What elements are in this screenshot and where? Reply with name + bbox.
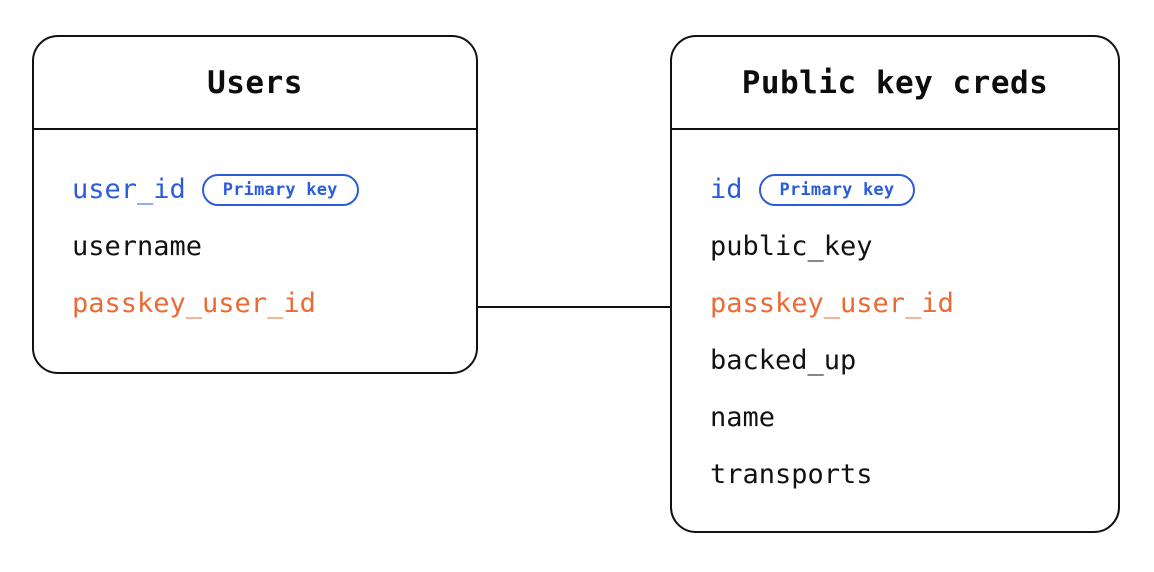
attribute-name: public_key — [710, 231, 873, 262]
attribute-name: transports — [710, 459, 873, 490]
primary-key-badge: Primary key — [201, 173, 359, 206]
attribute-name: passkey_user_id — [72, 288, 316, 319]
relationship-connector-users-to-public-key-creds — [478, 306, 670, 308]
attribute-row[interactable]: id Primary key — [672, 161, 1118, 218]
entity-table-users[interactable]: Users user_id Primary key username passkey_u… — [32, 35, 478, 374]
attribute-row[interactable]: passkey_user_id — [672, 275, 1118, 332]
attribute-name: name — [710, 402, 776, 433]
attribute-row[interactable]: user_id Primary key — [34, 161, 476, 218]
entity-title: Public key creds — [741, 64, 1049, 101]
attribute-name: user_id — [72, 174, 186, 205]
primary-key-badge: Primary key — [758, 173, 916, 206]
attribute-row[interactable]: transports — [672, 446, 1118, 503]
attribute-row[interactable]: username — [34, 218, 476, 275]
attribute-name: username — [72, 231, 203, 262]
entity-attribute-list-users: user_id Primary key username passkey_user_i… — [34, 130, 476, 332]
primary-key-badge-label: Primary key — [779, 179, 895, 200]
attribute-name: backed_up — [710, 345, 857, 376]
entity-header-users: Users — [34, 37, 476, 130]
primary-key-badge-label: Primary key — [222, 179, 338, 200]
attribute-row[interactable]: backed_up — [672, 332, 1118, 389]
attribute-row[interactable]: name — [672, 389, 1118, 446]
entity-title: Users — [207, 64, 303, 101]
entity-header-public-key-creds: Public key creds — [672, 37, 1118, 130]
attribute-row[interactable]: public_key — [672, 218, 1118, 275]
attribute-name: passkey_user_id — [710, 288, 954, 319]
attribute-row[interactable]: passkey_user_id — [34, 275, 476, 332]
attribute-name: id — [710, 174, 743, 205]
